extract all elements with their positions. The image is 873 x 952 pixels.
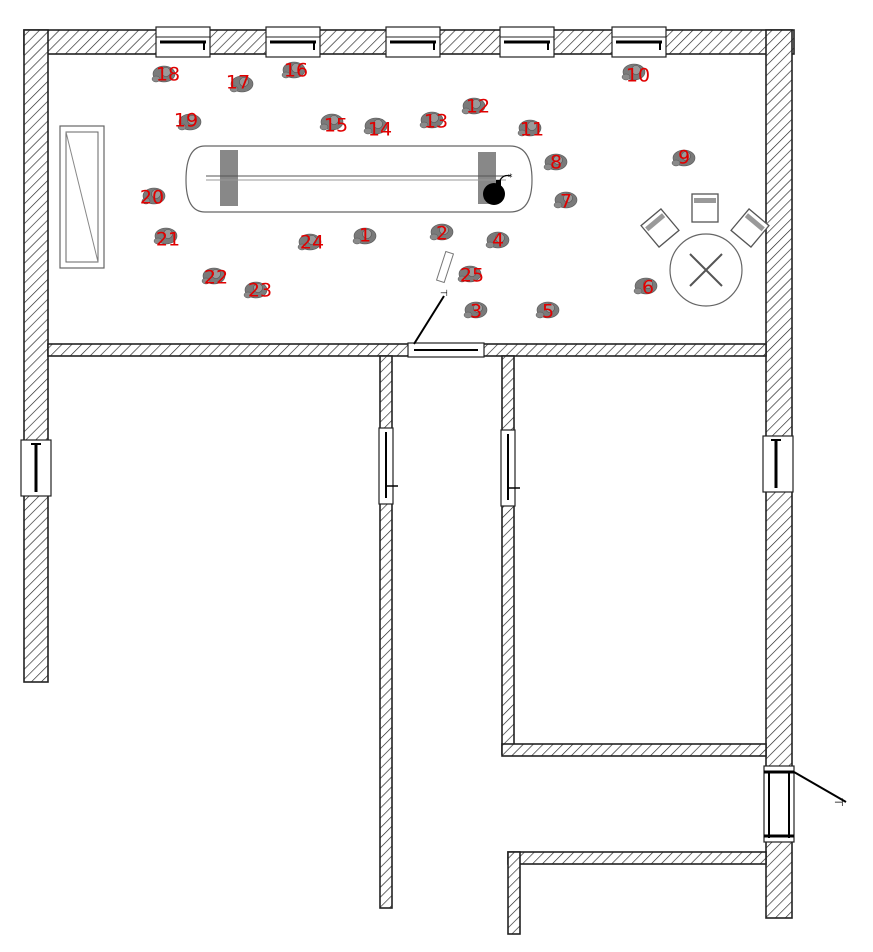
left-wall-upper [23,29,49,683]
chair-icon [691,193,719,223]
person-marker: 14 [363,117,392,141]
chair-icon [435,250,455,284]
people: 1 2 3 4 5 6 7 8 [140,60,696,323]
bomb-icon: * [483,173,513,205]
person-label: 6 [642,277,654,299]
person-label: 3 [470,301,482,323]
person-label: 15 [324,115,348,137]
person-marker: 22 [201,267,228,289]
person-marker: 2 [429,223,454,245]
long-table-icon [185,145,533,213]
person-marker: 16 [281,60,308,82]
person-label: 21 [156,229,180,251]
person-marker: 17 [226,72,254,94]
person-label: 24 [300,232,324,254]
inner-room-bottom-wall [501,743,767,757]
person-label: 4 [492,230,504,252]
person-marker: 18 [151,64,180,86]
window-icon [499,26,555,58]
window-icon [385,26,441,58]
person-label: 11 [520,119,544,141]
person-label: 2 [436,223,448,245]
person-label: 12 [466,96,490,118]
person-marker: 1 [352,225,377,247]
person-label: 1 [359,225,371,247]
person-label: 14 [368,119,392,141]
person-label: 22 [204,267,228,289]
person-label: 20 [140,187,164,209]
doors: ⊣ ⊣ [378,289,847,843]
person-marker: 11 [517,119,544,141]
room-bottom-wall [47,343,767,357]
door-icon: ⊣ [407,289,485,358]
person-label: 16 [284,60,308,82]
person-marker: 15 [319,113,348,137]
person-label: 10 [626,65,650,87]
person-marker: 10 [621,63,650,87]
person-label: 18 [156,64,180,86]
door-icon [378,427,398,505]
person-marker: 21 [153,227,180,251]
chair-icon [640,208,680,248]
person-label: 8 [550,152,562,174]
person-marker: 19 [174,110,202,132]
svg-text:⊣: ⊣ [440,289,448,299]
svg-text:*: * [508,173,513,183]
cabinet-icon [59,125,105,269]
window-icon [20,439,52,497]
window-icon [155,26,211,58]
window-icon [265,26,321,58]
person-marker: 12 [461,96,490,118]
person-marker: 20 [140,187,166,209]
round-table-icon [669,233,743,307]
window-icon [762,435,794,493]
svg-text:⊣: ⊣ [834,796,844,809]
person-label: 7 [560,191,572,213]
lower-room-left-wall [507,851,521,935]
lower-room-top-wall [507,851,767,865]
window-icon [611,26,667,58]
person-label: 19 [174,110,198,132]
corridor-right-wall [501,355,515,755]
person-marker: 9 [671,147,696,169]
person-marker: 13 [419,111,448,133]
person-marker: 25 [457,265,484,287]
person-label: 13 [424,111,448,133]
person-label: 5 [542,301,554,323]
person-marker: 4 [485,230,510,252]
person-marker: 7 [553,191,578,213]
person-marker: 24 [297,232,324,254]
chair-icon [730,208,770,248]
person-marker: 23 [243,280,272,302]
person-label: 17 [226,72,250,94]
person-marker: 5 [535,301,560,323]
person-label: 25 [460,265,484,287]
person-marker: 8 [543,152,568,174]
door-icon [500,429,520,507]
person-marker: 6 [633,277,658,299]
person-label: 9 [678,147,690,169]
person-marker: 3 [463,301,488,323]
person-label: 23 [248,280,272,302]
windows [20,26,794,497]
door-icon: ⊣ [763,765,847,843]
